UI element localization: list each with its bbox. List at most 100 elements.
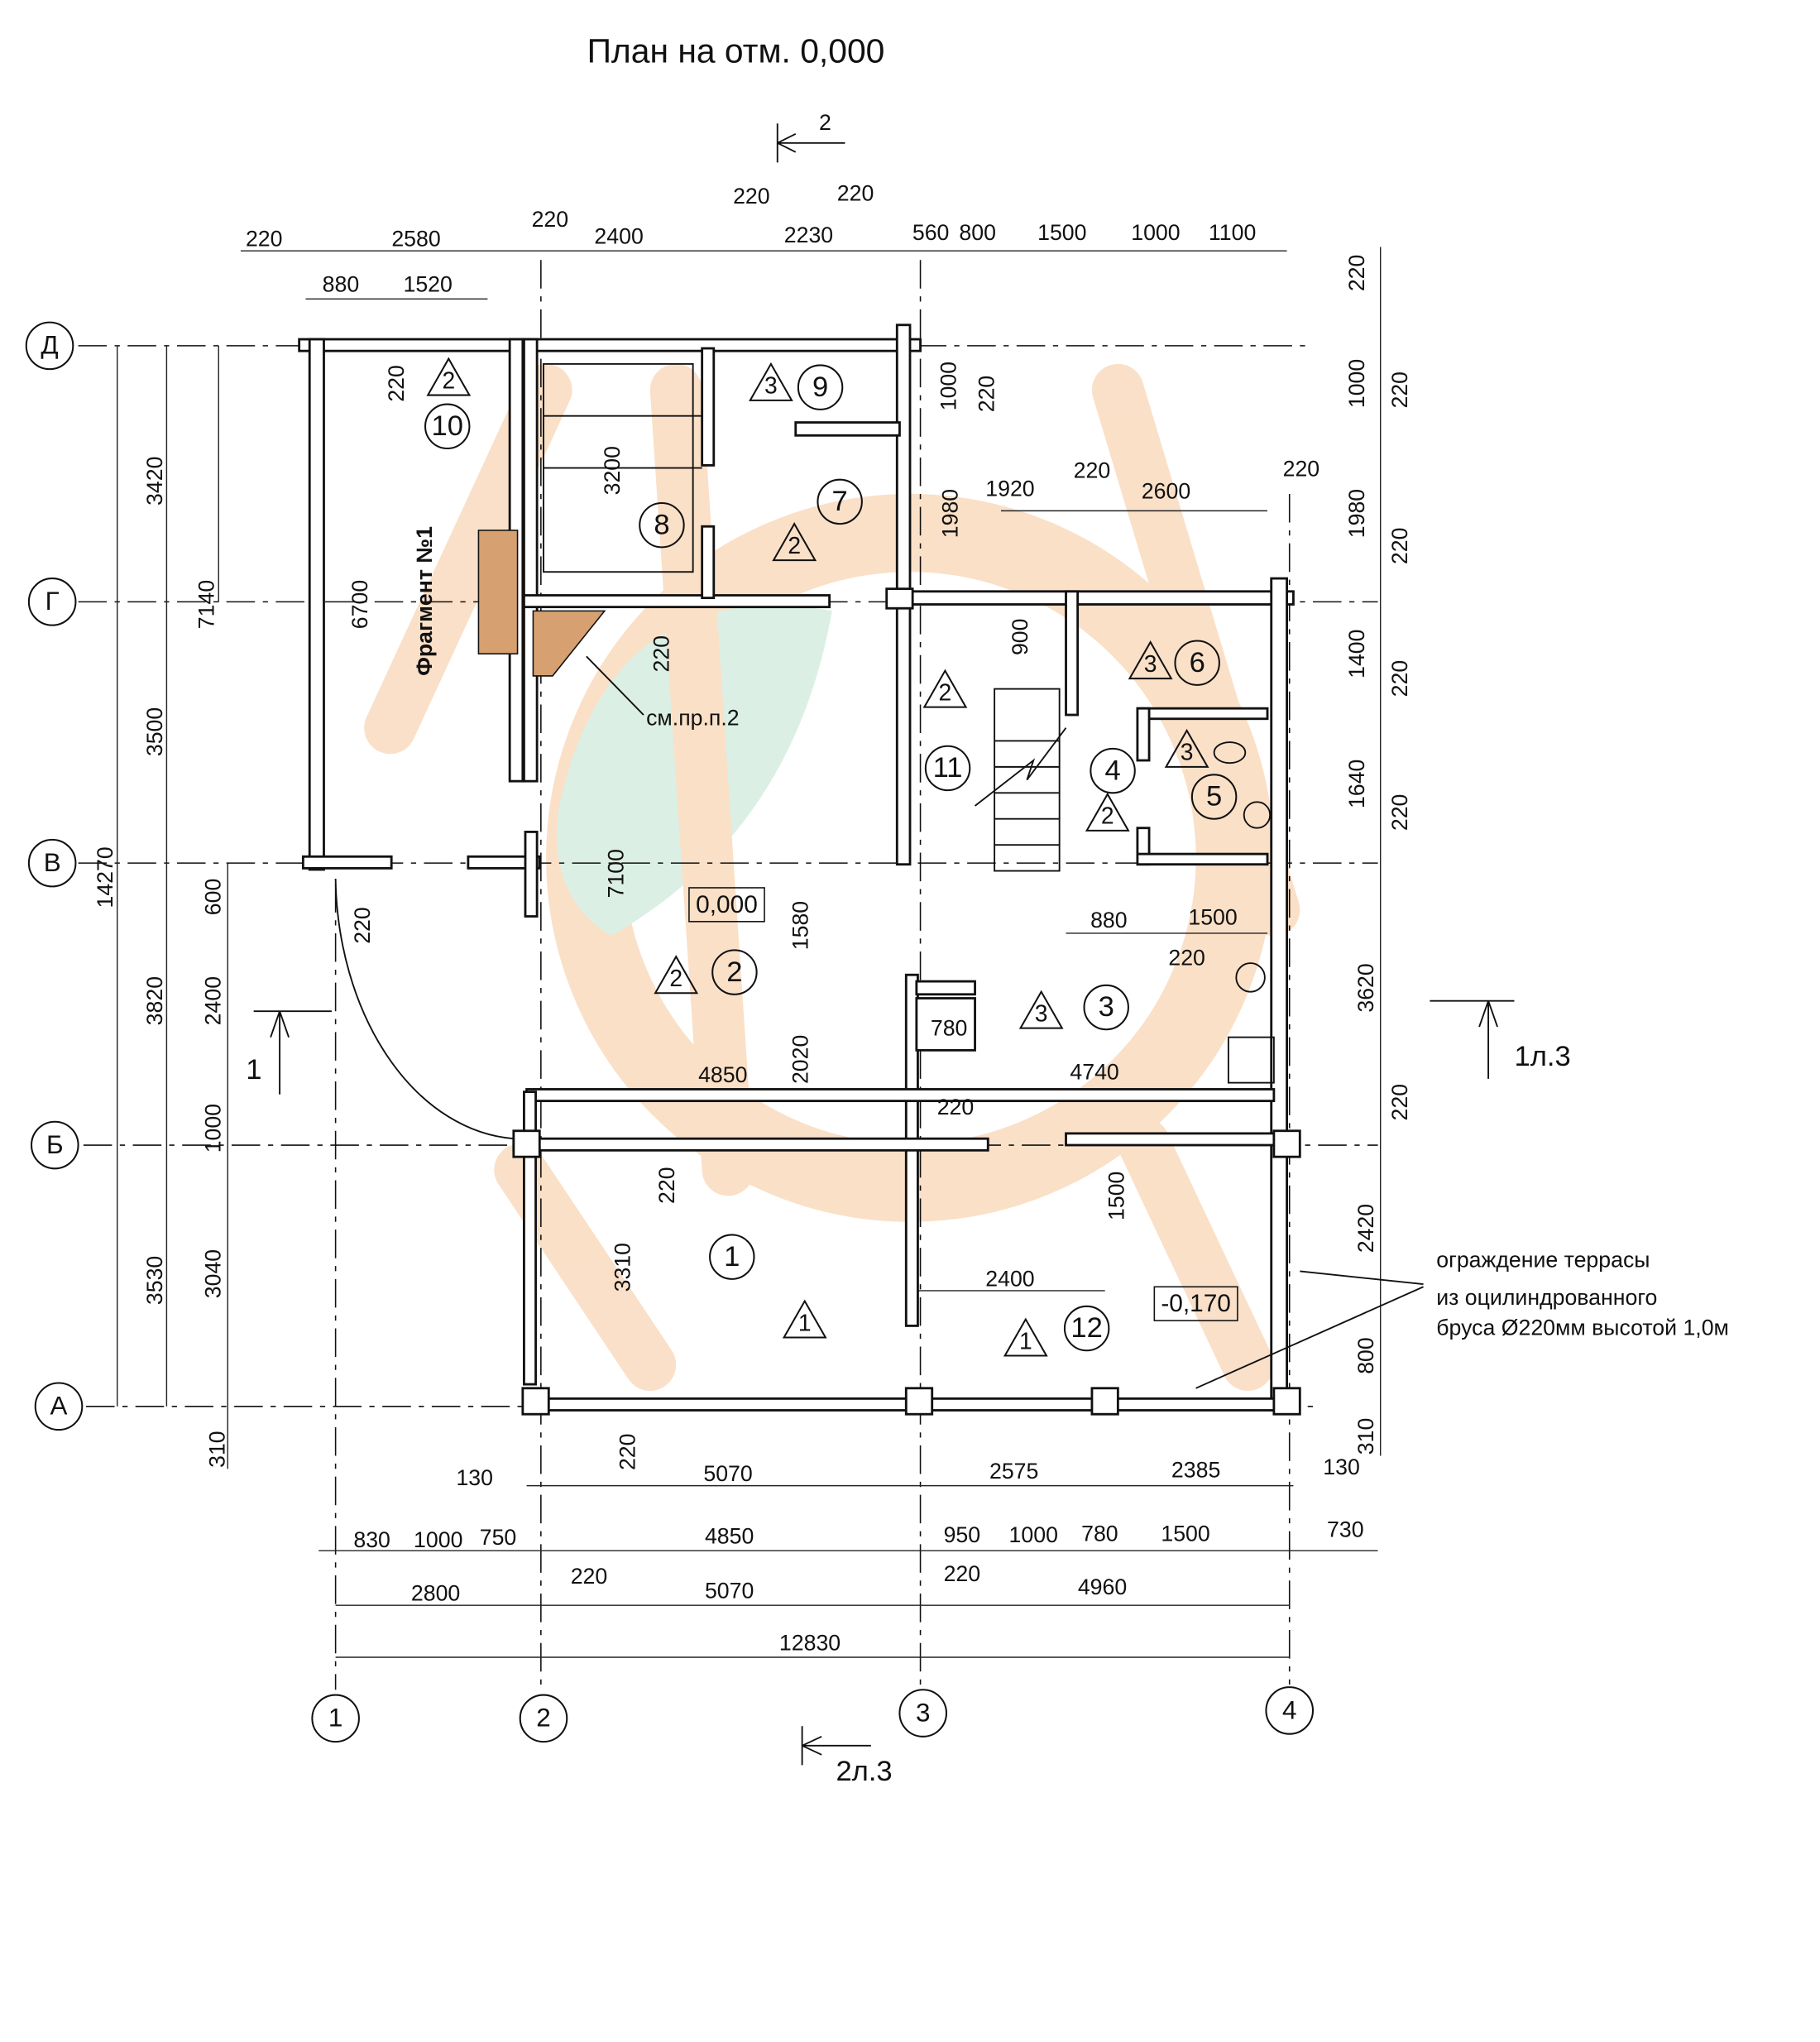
- fragment-note: Фрагмент №1: [412, 526, 437, 676]
- finish-mark-triangle: [1085, 792, 1130, 832]
- dimension-label: 1500: [1161, 1521, 1209, 1546]
- room-number: 9: [812, 371, 828, 403]
- axis-label: Г: [46, 587, 60, 616]
- finish-mark-number: 3: [1144, 650, 1157, 677]
- fireplace-fragment: [477, 530, 519, 654]
- dimension-label: 3310: [610, 1243, 635, 1292]
- dimension-label: 2400: [201, 976, 226, 1025]
- axis-bubble: [27, 578, 77, 626]
- dimension-label: 1520: [403, 272, 452, 297]
- room-number-circle: [924, 745, 971, 792]
- dimension-label: 310: [204, 1431, 229, 1468]
- room-number-circle: [1083, 984, 1129, 1031]
- dimension-label: 1000: [414, 1527, 462, 1552]
- dimension-label: 220: [733, 184, 770, 209]
- dimension-label: 220: [944, 1561, 981, 1586]
- dimension-label: 2400: [985, 1266, 1034, 1291]
- dimension-label: 7140: [194, 580, 219, 629]
- room-number: 7: [832, 486, 848, 517]
- axis-label: 3: [916, 1698, 930, 1727]
- stove-icon: [1227, 1036, 1275, 1084]
- dimension-label: 780: [931, 1015, 968, 1040]
- room-number-circle: [424, 403, 471, 450]
- sink-icon: [1235, 962, 1266, 993]
- room-number-circle: [711, 949, 758, 995]
- room-number: 11: [933, 752, 963, 784]
- axis-bubble: [898, 1689, 948, 1738]
- finish-mark-number: 3: [1035, 999, 1048, 1026]
- finish-mark-number: 2: [669, 965, 682, 991]
- see-reference-note: см.пр.п.2: [646, 706, 740, 731]
- dimension-label: 2600: [1142, 478, 1190, 503]
- dimension-label: 1000: [1131, 220, 1180, 245]
- dimension-label: 3820: [142, 976, 167, 1025]
- axis-label: 2: [536, 1704, 550, 1733]
- dimension-label: 730: [1327, 1517, 1364, 1542]
- dimension-label: 220: [1387, 794, 1412, 832]
- dimension-label: 220: [649, 635, 674, 673]
- finish-mark-number: 3: [764, 372, 778, 399]
- dimension-label: 880: [323, 272, 360, 297]
- elevation-mark: -0,170: [1161, 1290, 1231, 1317]
- dimension-label: 3500: [142, 707, 167, 756]
- finish-mark-triangle: [772, 522, 817, 562]
- dimension-label: 2400: [594, 224, 643, 249]
- room-number: 4: [1104, 755, 1120, 786]
- dimension-label: 7100: [604, 849, 629, 898]
- dimension-label: 220: [1283, 457, 1320, 482]
- room-number: 2: [726, 956, 742, 988]
- room-number: 6: [1190, 647, 1205, 678]
- dimension-label: 310: [1353, 1418, 1378, 1455]
- dimension-label: 3620: [1353, 963, 1378, 1012]
- dimension-label: 1000: [936, 362, 961, 410]
- section-cut-right: 1л.3: [1515, 1041, 1571, 1072]
- dimension-label: 1980: [937, 489, 962, 538]
- room-number-circle: [1063, 1305, 1110, 1352]
- dimension-label: 220: [1168, 945, 1205, 970]
- dimension-label: 900: [1008, 619, 1032, 656]
- finish-mark-number: 2: [939, 678, 952, 705]
- dimension-label: 220: [937, 1095, 975, 1119]
- finish-mark-triangle: [922, 669, 968, 708]
- axis-label: Д: [41, 331, 58, 360]
- finish-mark-number: 1: [798, 1309, 812, 1335]
- dimension-label: 2800: [411, 1581, 460, 1606]
- section-cut-top: 2: [819, 110, 831, 135]
- room-number-circle: [817, 478, 863, 525]
- axis-label: А: [50, 1392, 68, 1421]
- dimension-label: 130: [1323, 1455, 1360, 1479]
- room-number: 5: [1206, 781, 1222, 812]
- room-number-circle: [1190, 774, 1238, 820]
- finish-mark-number: 2: [442, 367, 455, 393]
- axis-bubble: [34, 1382, 84, 1431]
- dimension-label: 14270: [93, 846, 117, 908]
- room-number-circle: [709, 1234, 755, 1280]
- dimension-label: 2575: [989, 1459, 1038, 1484]
- dimension-label: 3530: [142, 1256, 167, 1305]
- dimension-label: 3040: [201, 1249, 226, 1298]
- dimension-label: 1980: [1344, 489, 1369, 538]
- room-number: 8: [654, 509, 669, 540]
- fence-note-line: бруса Ø220мм высотой 1,0м: [1436, 1315, 1729, 1340]
- dimension-label: 1500: [1188, 905, 1237, 930]
- axis-bubble: [31, 1120, 79, 1170]
- dimension-label: 880: [1090, 908, 1128, 932]
- room-number-circle: [1090, 747, 1136, 794]
- dimension-label: 3200: [600, 446, 625, 495]
- dimension-label: 1000: [201, 1104, 226, 1153]
- axis-label: В: [44, 848, 61, 877]
- room-number-circle: [639, 501, 685, 549]
- room-number: 12: [1070, 1312, 1102, 1344]
- section-cut-bottom: 2л.3: [836, 1756, 892, 1787]
- dimension-label: 2020: [788, 1035, 813, 1084]
- dimension-label: 600: [201, 879, 226, 916]
- dimension-label: 1000: [1344, 359, 1369, 408]
- dimension-label: 220: [1387, 528, 1412, 565]
- room-number-circle: [797, 364, 844, 410]
- dimension-label: 4740: [1070, 1060, 1118, 1085]
- stove-fragment: [532, 610, 606, 677]
- elevation-mark: 0,000: [696, 891, 758, 918]
- room-number: 10: [432, 410, 463, 442]
- axis-label: 4: [1282, 1695, 1296, 1724]
- dimension-label: 130: [456, 1465, 493, 1490]
